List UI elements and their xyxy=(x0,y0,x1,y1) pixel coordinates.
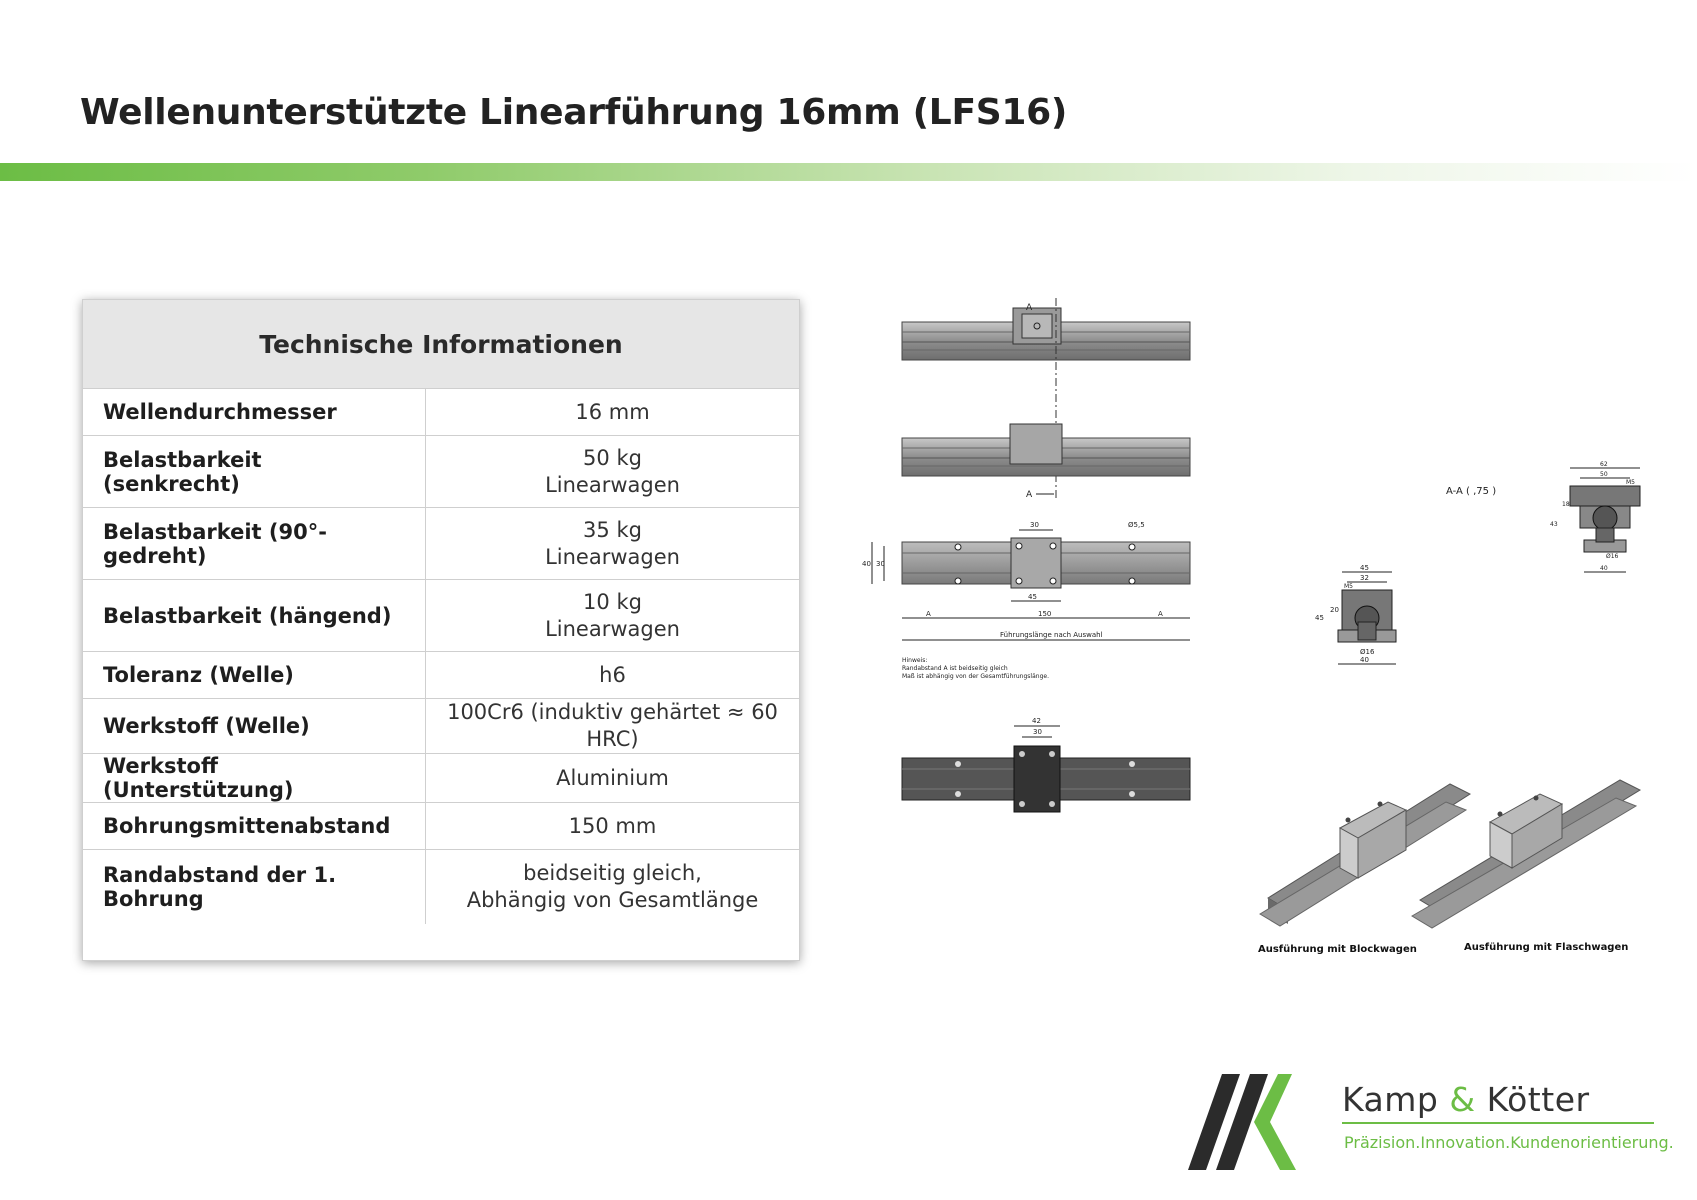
spec-value-line: 16 mm xyxy=(575,399,650,424)
svg-text:Hinweis:: Hinweis: xyxy=(902,657,927,664)
svg-text:40: 40 xyxy=(1600,565,1608,572)
spec-value-line: 100Cr6 (induktiv gehärtet ≈ 60 HRC) xyxy=(447,700,778,751)
brand-logo-mark xyxy=(1188,1074,1296,1170)
accent-bar xyxy=(0,163,1697,181)
svg-text:Ø5,5: Ø5,5 xyxy=(1128,521,1145,529)
page-title: Wellenunterstützte Linearführung 16mm (L… xyxy=(80,92,1068,133)
spec-key: Werkstoff (Unterstützung) xyxy=(83,753,426,803)
svg-text:M5: M5 xyxy=(1626,479,1635,486)
spec-value: 100Cr6 (induktiv gehärtet ≈ 60 HRC) xyxy=(425,698,799,754)
spec-value: beidseitig gleich,Abhängig von Gesamtlän… xyxy=(425,849,799,924)
svg-text:45: 45 xyxy=(1315,614,1324,622)
spec-value-line: 150 mm xyxy=(568,813,657,838)
cross-section-block: 45 32 M5 45 20 Ø16 40 xyxy=(1315,564,1397,665)
spec-value: Aluminium xyxy=(425,753,799,803)
spec-value: 16 mm xyxy=(425,388,799,436)
svg-text:A: A xyxy=(926,610,931,618)
svg-text:40: 40 xyxy=(1360,656,1369,664)
brand-rule xyxy=(1342,1122,1654,1124)
svg-text:43: 43 xyxy=(1550,521,1558,528)
svg-text:40: 40 xyxy=(862,560,871,568)
technical-drawings: A A 30 Ø5,5 xyxy=(850,290,1697,990)
spec-key: Belastbarkeit (hängend) xyxy=(83,579,426,652)
svg-text:45: 45 xyxy=(1360,564,1369,572)
caption-flange-carriage: Ausführung mit Flaschwagen xyxy=(1464,942,1628,953)
spec-key: Bohrungsmittenabstand xyxy=(83,802,426,850)
svg-text:A: A xyxy=(1158,610,1163,618)
spec-key: Wellendurchmesser xyxy=(83,388,426,436)
svg-text:45: 45 xyxy=(1028,593,1037,601)
spec-value-line: beidseitig gleich, xyxy=(523,860,702,885)
spec-row: Wellendurchmesser 16 mm xyxy=(83,388,799,436)
spec-row: Werkstoff (Welle) 100Cr6 (induktiv gehärt… xyxy=(83,698,799,754)
svg-text:Maß ist abhängig von der Gesam: Maß ist abhängig von der Gesamtführungsl… xyxy=(902,673,1049,680)
section-marker-bottom: A xyxy=(1026,490,1033,500)
spec-key: Toleranz (Welle) xyxy=(83,651,426,699)
spec-key: Belastbarkeit (senkrecht) xyxy=(83,435,426,508)
svg-text:Führungslänge nach Auswahl: Führungslänge nach Auswahl xyxy=(1000,631,1103,639)
rail-top-view-flange: 42 30 xyxy=(901,717,1191,813)
cross-section-flange: A-A ( ,75 ) 62 50 M5 43 18 Ø16 40 xyxy=(1446,461,1641,573)
spec-value-line: Linearwagen xyxy=(545,544,680,569)
brand-name: Kamp & Kötter xyxy=(1342,1080,1590,1119)
spec-value-line: Linearwagen xyxy=(545,616,680,641)
spec-value-line: 50 kg xyxy=(583,445,642,470)
svg-text:62: 62 xyxy=(1600,461,1608,468)
spec-value-line: Aluminium xyxy=(556,765,669,790)
svg-text:50: 50 xyxy=(1600,471,1608,478)
caption-block-carriage: Ausführung mit Blockwagen xyxy=(1258,944,1417,955)
spec-table-header: Technische Informationen xyxy=(83,300,799,388)
spec-row: Toleranz (Welle) h6 xyxy=(83,651,799,699)
spec-row: Bohrungsmittenabstand 150 mm xyxy=(83,802,799,850)
spec-row: Werkstoff (Unterstützung) Aluminium xyxy=(83,753,799,803)
svg-text:Randabstand A ist beidseitig g: Randabstand A ist beidseitig gleich xyxy=(902,665,1008,672)
spec-value-line: h6 xyxy=(599,662,626,687)
svg-text:M5: M5 xyxy=(1344,583,1353,590)
spec-value-line: Abhängig von Gesamtlänge xyxy=(466,887,759,912)
spec-table: Wellendurchmesser 16 mm Belastbarkeit (sen… xyxy=(83,388,799,924)
spec-value-line: Linearwagen xyxy=(545,472,680,497)
spec-key: Randabstand der 1. Bohrung xyxy=(83,849,426,924)
svg-text:30: 30 xyxy=(876,560,885,568)
svg-text:30: 30 xyxy=(1030,521,1039,529)
brand-tagline: Präzision.Innovation.Kundenorientierung. xyxy=(1344,1133,1674,1152)
svg-text:42: 42 xyxy=(1032,717,1041,725)
svg-text:20: 20 xyxy=(1330,606,1339,614)
svg-text:Ø16: Ø16 xyxy=(1606,553,1619,560)
render-block-carriage xyxy=(1259,783,1472,927)
spec-key: Werkstoff (Welle) xyxy=(83,698,426,754)
svg-text:Ø16: Ø16 xyxy=(1360,648,1375,656)
rail-top-view: 30 Ø5,5 40 30 45 A 150 A Führungslänge n… xyxy=(862,521,1191,680)
spec-key: Belastbarkeit (90°-gedreht) xyxy=(83,507,426,580)
rail-side-view-middle: A xyxy=(901,423,1191,500)
svg-text:32: 32 xyxy=(1360,574,1369,582)
section-label: A-A ( ,75 ) xyxy=(1446,486,1496,497)
spec-value: h6 xyxy=(425,651,799,699)
spec-value-line: 35 kg xyxy=(583,517,642,542)
svg-text:30: 30 xyxy=(1033,728,1042,736)
svg-text:18: 18 xyxy=(1562,501,1570,508)
render-flange-carriage xyxy=(1411,779,1642,929)
svg-text:150: 150 xyxy=(1038,610,1051,618)
spec-card: Technische Informationen Wellendurchmess… xyxy=(82,299,800,961)
rail-side-view-top: A xyxy=(901,298,1191,500)
spec-value: 150 mm xyxy=(425,802,799,850)
section-marker-top: A xyxy=(1026,303,1033,313)
spec-value-line: 10 kg xyxy=(583,589,642,614)
